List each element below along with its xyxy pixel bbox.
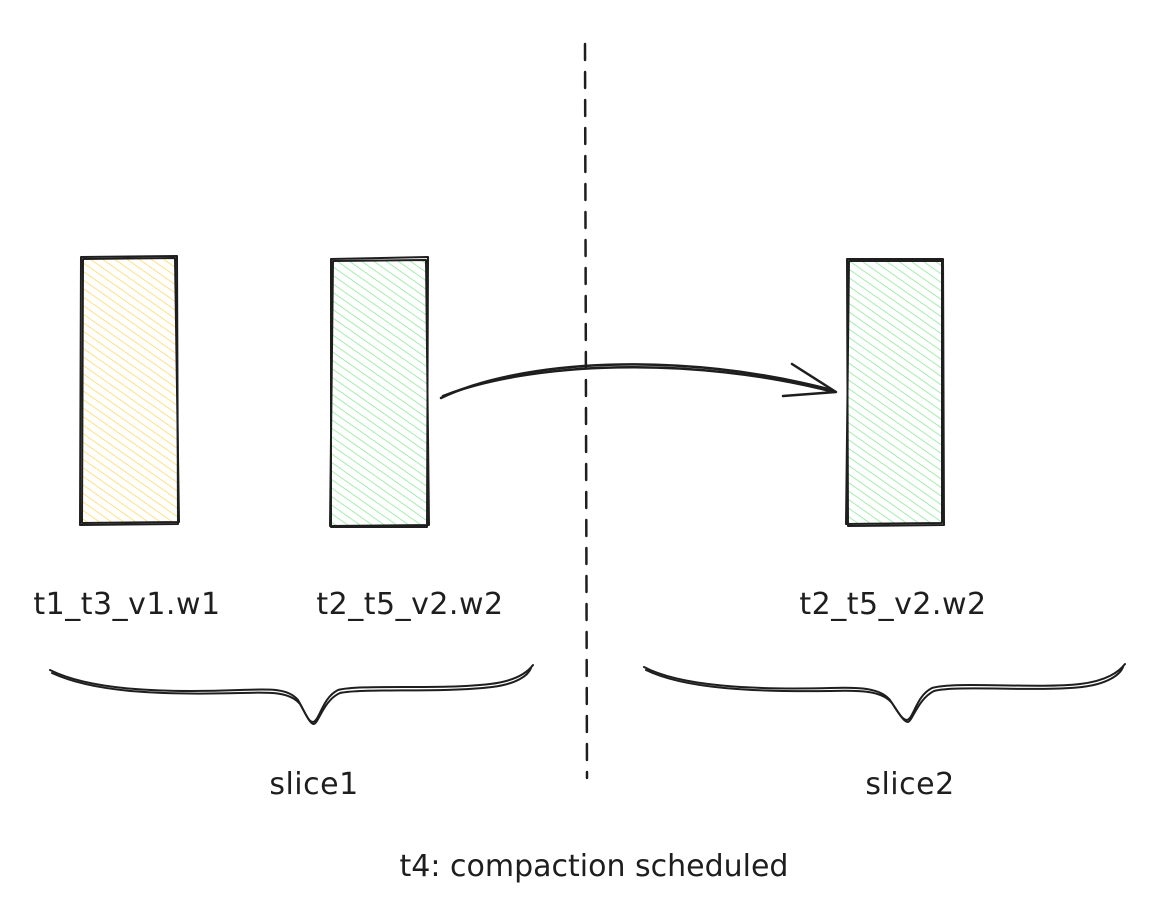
- block-t2-t5-v2-w2-slice2: [845, 258, 945, 527]
- slice1-brace: [49, 664, 534, 725]
- block-label-3: t2_t5_v2.w2: [799, 587, 986, 622]
- block-t2-t5-v2-w2-slice1: [329, 256, 430, 528]
- diagram-caption: t4: compaction scheduled: [400, 849, 789, 884]
- block-t1-t3-v1-w1: [79, 255, 180, 526]
- move-arrow: [439, 362, 838, 400]
- block-label-2: t2_t5_v2.w2: [316, 587, 503, 622]
- slice-label-1: slice1: [269, 767, 358, 802]
- slice-label-2: slice2: [865, 767, 954, 802]
- slice2-brace: [643, 663, 1126, 723]
- timeline-divider: [583, 42, 589, 780]
- block-label-1: t1_t3_v1.w1: [33, 587, 220, 622]
